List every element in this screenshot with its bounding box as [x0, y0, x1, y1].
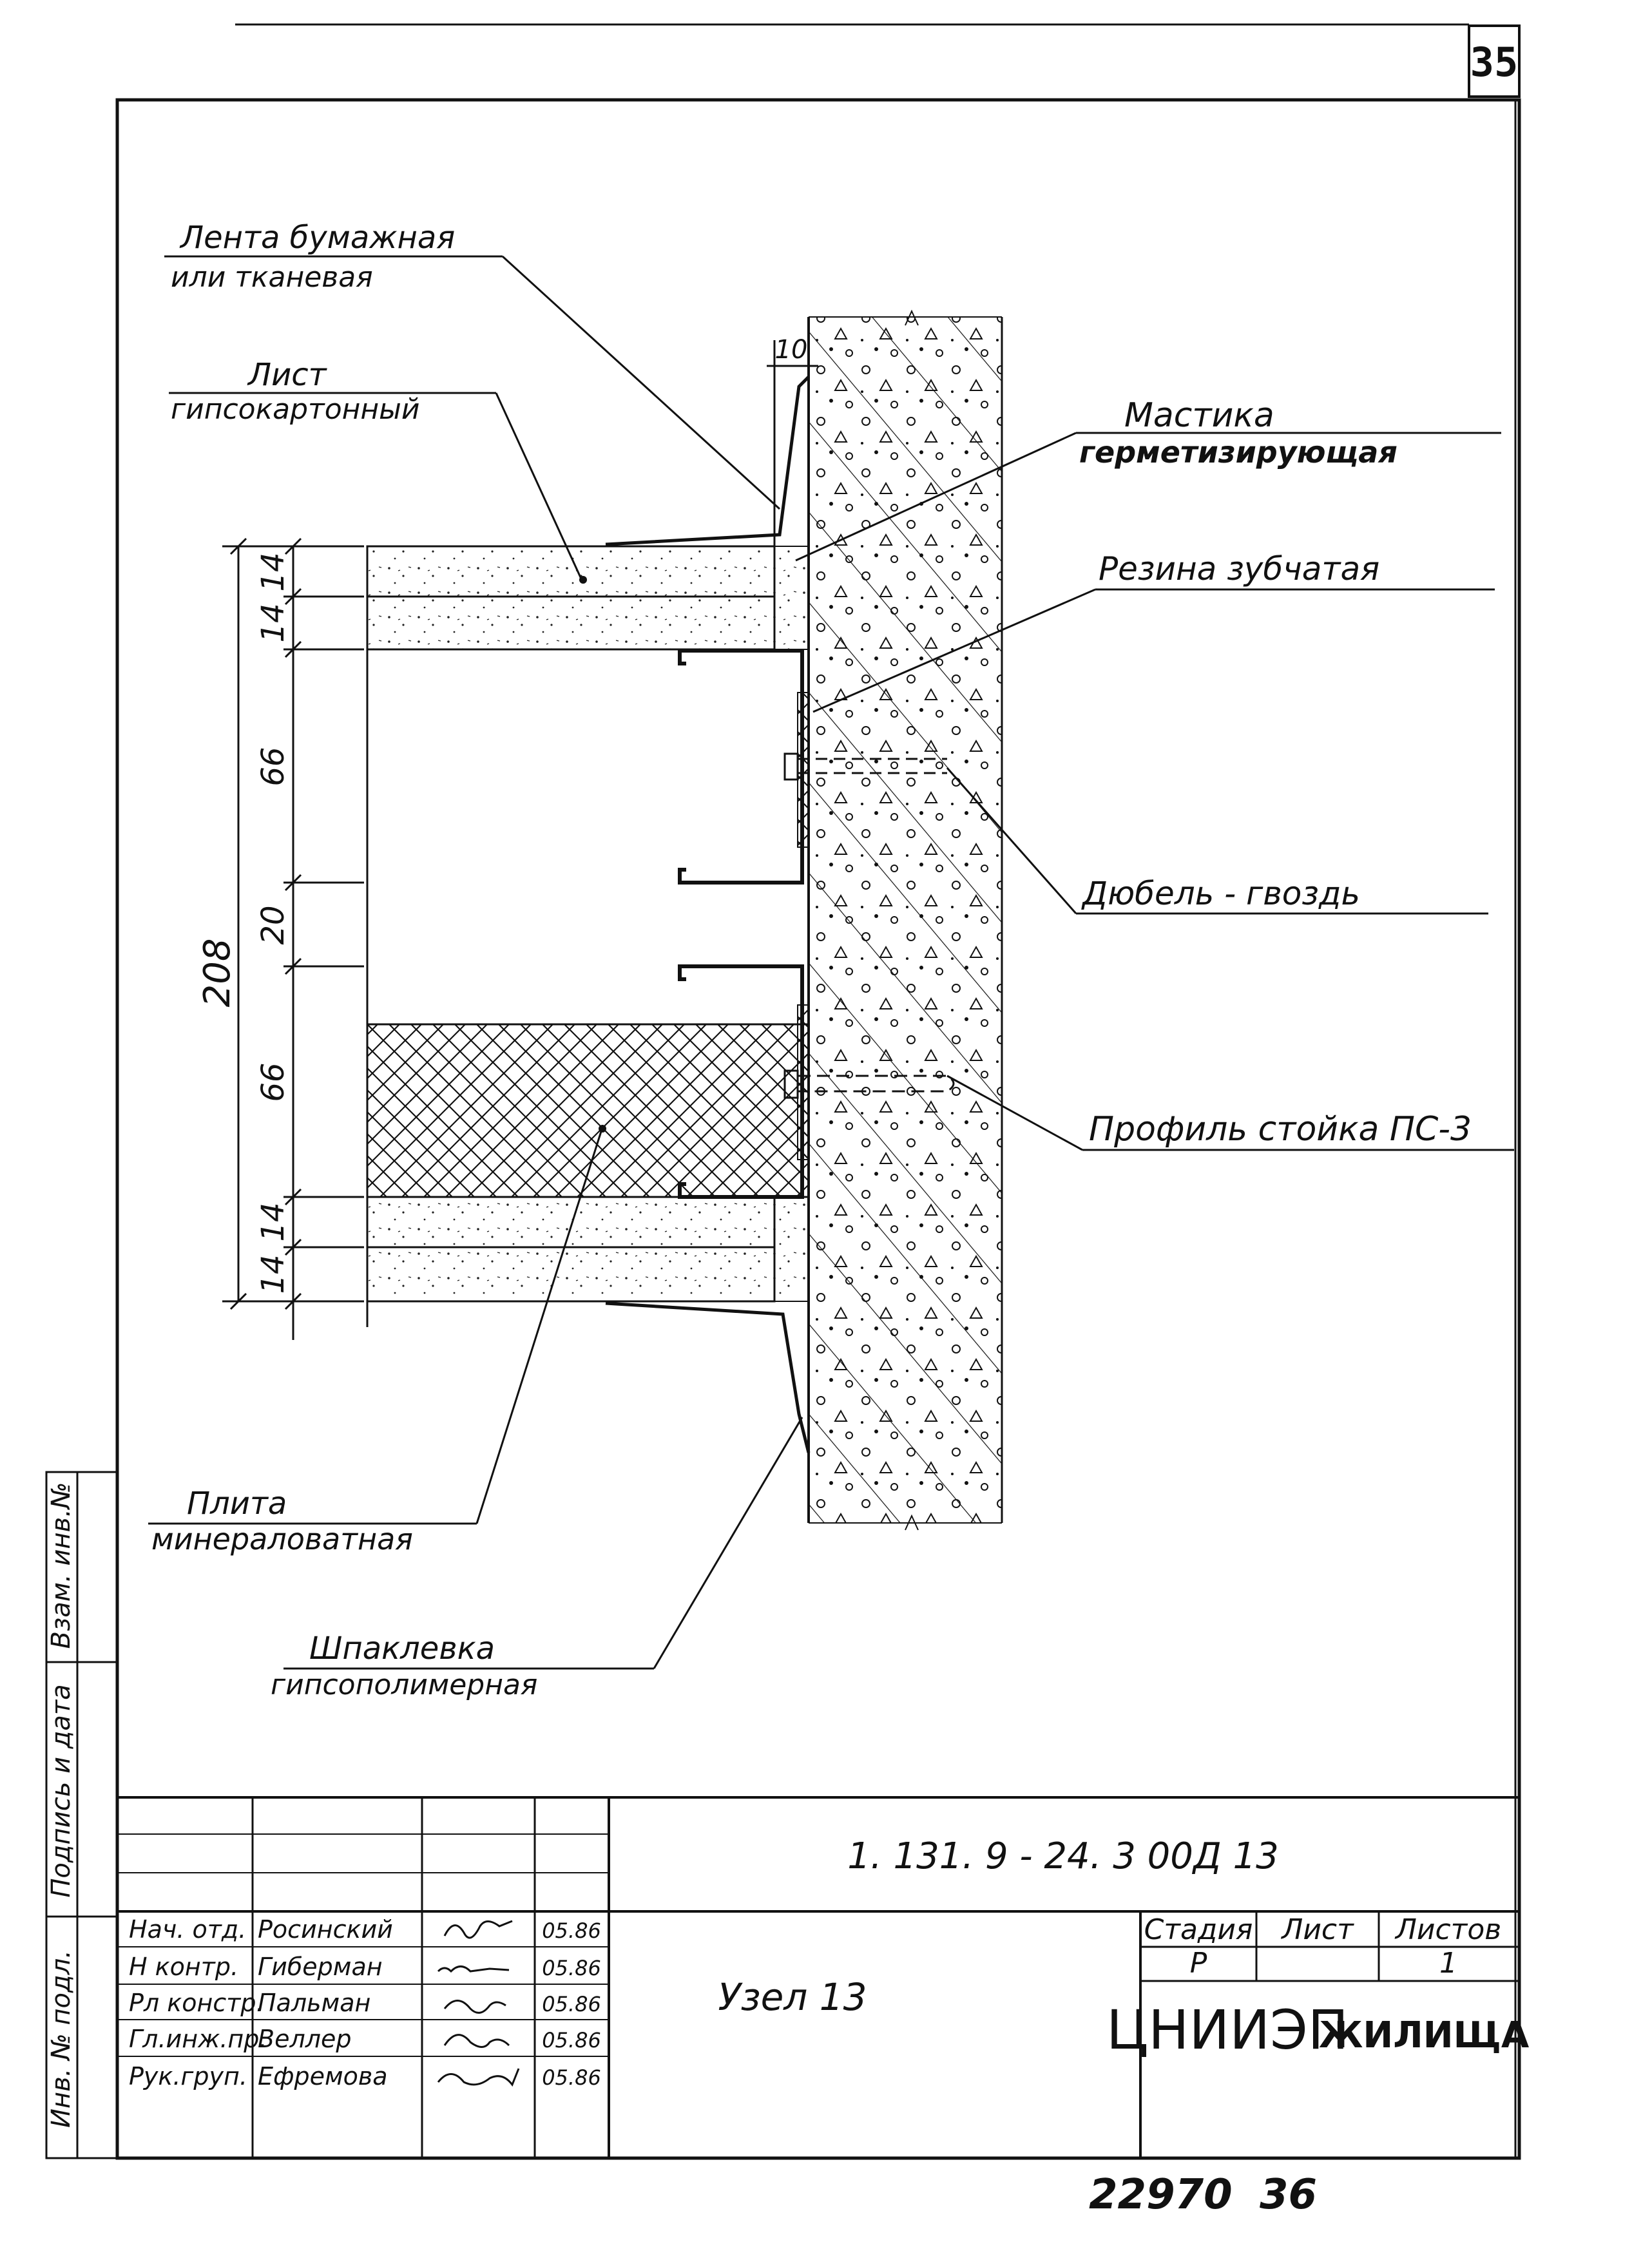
svg-text:66: 66	[255, 1062, 291, 1102]
label-mineral-1: Плита	[187, 1486, 287, 1522]
svg-text:ЦНИИЭП: ЦНИИЭП	[1106, 1998, 1349, 2061]
date-4: 05.86	[542, 2065, 601, 2090]
name-0: Росинский	[258, 1915, 393, 1944]
label-drywall-2: гипсокартонный	[171, 393, 419, 426]
svg-text:14: 14	[255, 552, 291, 591]
svg-text:Лист: Лист	[1280, 1913, 1354, 1946]
side-stamp-text: Инв. № подл. Подпись и дата Взам. инв.№	[46, 1482, 76, 2128]
mineral-wool-plate	[366, 1023, 810, 1198]
dowel-nails	[783, 752, 955, 1099]
stamp-replace-inv: Взам. инв.№	[46, 1482, 76, 1649]
label-dowel: Дюбель - гвоздь	[1081, 875, 1360, 912]
leader-dots	[579, 576, 606, 1133]
concrete-wall	[807, 309, 1003, 1531]
svg-text:Р: Р	[1190, 1947, 1207, 1980]
label-profile: Профиль стойка ПС-3	[1089, 1110, 1472, 1149]
toothed-rubber	[797, 692, 810, 1160]
label-rubber: Резина зубчатая	[1099, 550, 1379, 588]
leader-lines	[148, 255, 1514, 1670]
label-tape-2: или тканевая	[171, 261, 373, 294]
svg-text:14: 14	[255, 603, 291, 642]
svg-text:1: 1	[1439, 1947, 1457, 1980]
name-1: Гиберман	[258, 1953, 383, 1981]
title-block	[117, 1796, 1519, 2158]
date-2: 05.86	[542, 1992, 601, 2016]
svg-text:14: 14	[255, 1254, 291, 1294]
label-mineral-2: минераловатная	[151, 1522, 413, 1556]
role-2: Рл констр.	[129, 1989, 264, 2017]
label-mastic-1: Мастика	[1124, 396, 1274, 435]
svg-text:20: 20	[255, 905, 291, 944]
date-1: 05.86	[542, 1956, 601, 1980]
dimension-lines	[222, 340, 818, 1340]
sheet-frame	[115, 23, 1521, 2160]
archive-page: 36	[1260, 2171, 1317, 2219]
stamp-inv-sub: Инв. № подл.	[46, 1950, 76, 2128]
dim-layers: 14 14 66 20 66 14 14	[255, 552, 291, 1294]
label-putty-2: гипсополимерная	[271, 1669, 537, 1701]
role-0: Нач. отд.	[129, 1915, 246, 1944]
drawing-title: Узел 13	[718, 1975, 867, 2019]
label-drywall-1: Лист	[247, 357, 328, 393]
name-2: Пальман	[258, 1989, 370, 2017]
dim-total: 208	[197, 939, 238, 1008]
svg-text:14: 14	[255, 1202, 291, 1241]
org-name: ЦНИИЭП ЖИЛИЩА	[1106, 1998, 1530, 2061]
label-putty-1: Шпаклевка	[309, 1631, 495, 1667]
name-4: Ефремова	[258, 2062, 388, 2090]
archive-number: 22970	[1089, 2171, 1233, 2219]
side-stamp	[45, 1471, 119, 2159]
paper-tape	[605, 376, 811, 1453]
drywall-bottom	[366, 1196, 776, 1303]
callout-labels: Лента бумажная или тканевая Лист гипсока…	[151, 220, 1472, 1701]
role-3: Гл.инж.пр.	[129, 2025, 267, 2053]
label-mastic-2: герметизирующая	[1079, 435, 1397, 470]
label-tape-1: Лента бумажная	[179, 220, 455, 256]
svg-text:66: 66	[255, 747, 291, 786]
signatures-table: Нач. отд. Росинский 05.86 Н контр. Гибер…	[129, 1915, 601, 2090]
name-3: Веллер	[258, 2025, 352, 2053]
drywall-top	[366, 545, 776, 651]
doc-code: 1. 131. 9 - 24. 3 00Д 13	[847, 1835, 1279, 1877]
role-1: Н контр.	[129, 1953, 238, 1981]
sheet-number: 35	[1470, 39, 1519, 86]
dim-gap: 10	[775, 335, 808, 365]
stamp-sign-date: Подпись и дата	[46, 1684, 76, 1897]
date-3: 05.86	[542, 2028, 601, 2052]
date-0: 05.86	[542, 1918, 601, 1943]
role-4: Рук.груп.	[129, 2062, 247, 2090]
svg-text:Стадия: Стадия	[1144, 1913, 1253, 1946]
handwritten-signatures	[437, 1920, 520, 2087]
svg-text:Листов: Листов	[1394, 1913, 1501, 1946]
svg-text:ЖИЛИЩА: ЖИЛИЩА	[1319, 2014, 1530, 2056]
stage-sheet-cells: Стадия Лист Листов Р 1	[1144, 1913, 1502, 1980]
